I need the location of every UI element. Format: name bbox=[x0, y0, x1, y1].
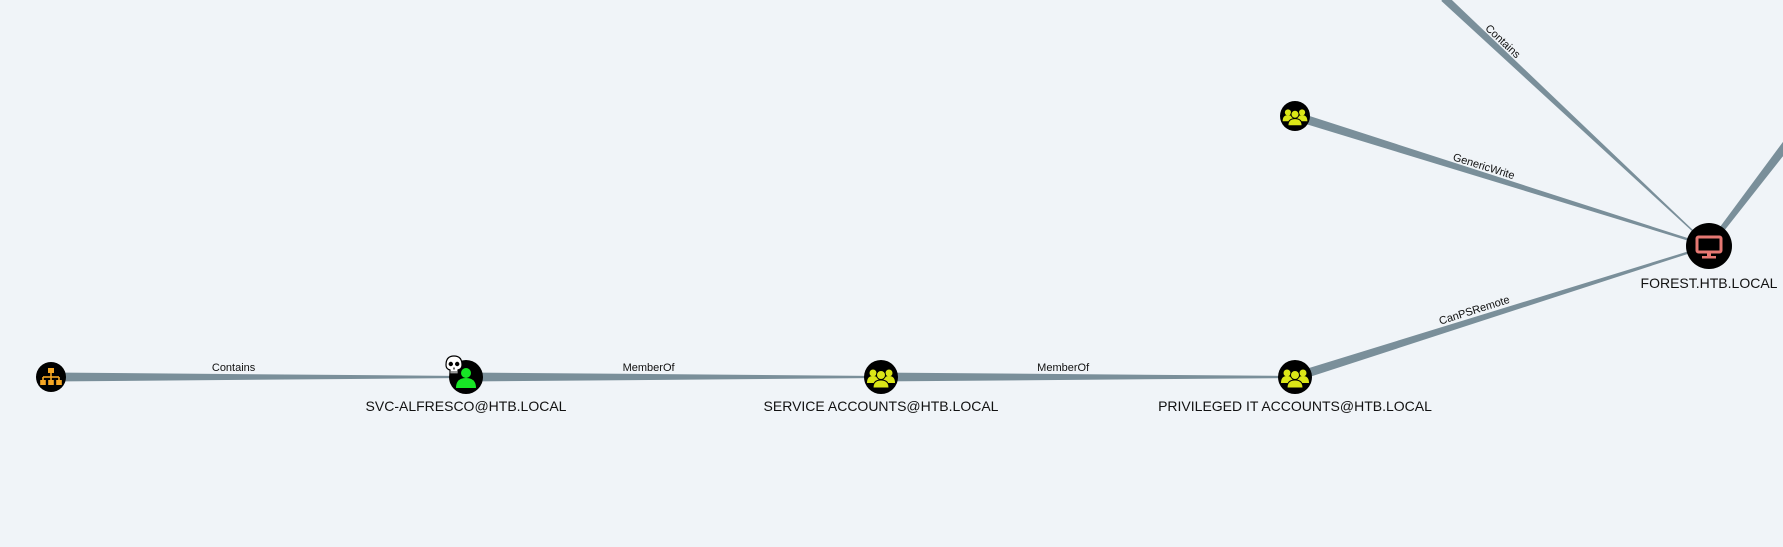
user-icon bbox=[456, 368, 476, 388]
node-ou-unlabeled[interactable] bbox=[36, 362, 66, 392]
edge-line[interactable] bbox=[466, 372, 881, 382]
node-label: PRIVILEGED IT ACCOUNTS@HTB.LOCAL bbox=[1158, 398, 1432, 414]
edge-label: Contains bbox=[212, 362, 256, 374]
edge-line[interactable] bbox=[881, 372, 1295, 382]
edge-genericwrite[interactable]: GenericWrite bbox=[1293, 111, 1710, 247]
node-group-unlabeled[interactable] bbox=[1280, 101, 1310, 131]
node-layer: SVC-ALFRESCO@HTB.LOCAL SERVICE ACCOUNTS@H… bbox=[36, 101, 1778, 414]
node-label: FOREST.HTB.LOCAL bbox=[1641, 275, 1778, 291]
edge-memberof[interactable]: MemberOf bbox=[881, 362, 1295, 382]
node-user-svc[interactable]: SVC-ALFRESCO@HTB.LOCAL bbox=[366, 355, 567, 414]
edge-line[interactable] bbox=[1293, 111, 1710, 247]
group-icon bbox=[867, 369, 895, 389]
edge-line[interactable] bbox=[51, 372, 466, 382]
node-circle[interactable] bbox=[1686, 223, 1732, 269]
node-label: SVC-ALFRESCO@HTB.LOCAL bbox=[366, 398, 567, 414]
edge-contains[interactable]: Contains bbox=[1441, 0, 1710, 247]
sitemap-icon bbox=[40, 368, 62, 385]
edge-memberof[interactable]: MemberOf bbox=[466, 362, 881, 382]
skull-icon bbox=[445, 355, 463, 375]
node-group-privit[interactable]: PRIVILEGED IT ACCOUNTS@HTB.LOCAL bbox=[1158, 360, 1432, 414]
node-group-svcacc[interactable]: SERVICE ACCOUNTS@HTB.LOCAL bbox=[764, 360, 999, 414]
edge-unlabeled[interactable] bbox=[1707, 137, 1783, 248]
edge-label: MemberOf bbox=[623, 362, 676, 374]
group-icon bbox=[1282, 109, 1308, 127]
edge-line[interactable] bbox=[1441, 0, 1710, 247]
edge-line[interactable] bbox=[1293, 245, 1710, 382]
edge-label: MemberOf bbox=[1037, 362, 1090, 374]
edge-contains[interactable]: Contains bbox=[51, 362, 466, 382]
monitor-icon bbox=[1695, 235, 1723, 259]
node-computer-forest[interactable]: FOREST.HTB.LOCAL bbox=[1641, 223, 1778, 291]
edge-canpsremote[interactable]: CanPSRemote bbox=[1293, 245, 1710, 382]
group-icon bbox=[1281, 369, 1309, 389]
edge-line[interactable] bbox=[1707, 137, 1783, 248]
node-label: SERVICE ACCOUNTS@HTB.LOCAL bbox=[764, 398, 999, 414]
